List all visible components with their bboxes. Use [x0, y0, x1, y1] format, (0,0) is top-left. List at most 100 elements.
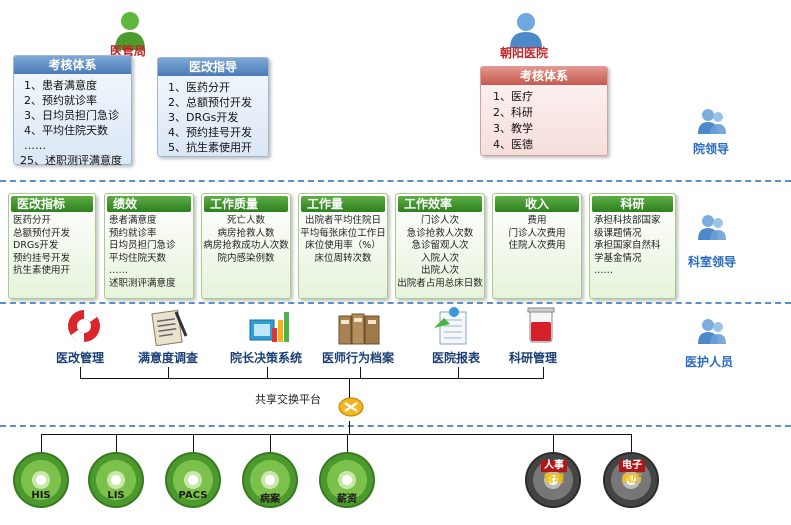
reform-guidance-box-list: 1、医药分开 2、总额预付开发 3、DRGs开发 4、预约挂号开发 5、抗生素使…: [168, 80, 268, 155]
list-item: DRGs开发: [13, 240, 59, 251]
assessment-box-list: 1、患者满意度 2、预约就诊率 3、日均员担门急诊 4、平均住院天数 …… 25…: [20, 78, 131, 168]
dept-box-title: 医改指标: [11, 196, 93, 212]
list-item: 出院者占用总床日数: [397, 277, 483, 289]
connector-line: [458, 367, 459, 378]
connector-line: [116, 434, 117, 452]
connector-line: [267, 367, 268, 378]
lis-label: LIS: [107, 490, 125, 501]
list-item: 4、平均住院天数: [24, 124, 108, 137]
list-item: 急诊留观人次: [411, 240, 469, 251]
bureau-label: 医管局: [110, 44, 147, 58]
list-item: 门诊人次费用: [508, 227, 566, 239]
connector-line: [543, 367, 544, 378]
dept-box-list: 门诊人次 急诊抢救人次数 急诊留观人次 入院人次 出院人次 出院者占用总床日数: [396, 215, 484, 290]
platform-label: 共享交换平台: [255, 393, 321, 406]
hospital-assessment-box: 考核体系 1、医疗 2、科研 3、教学 4、医德: [480, 66, 608, 156]
dept-box-list: 医药分开 总额预付开发 DRGs开发 预约挂号开发 抗生素使用开: [13, 215, 95, 278]
system-hospital-report[interactable]: 医院报表: [432, 351, 481, 365]
connector-line: [41, 434, 42, 452]
connector-line: [360, 367, 361, 378]
lis-disc-icon[interactable]: [88, 452, 144, 508]
list-item: 4、医德: [493, 138, 533, 151]
connector-line: [631, 434, 632, 452]
dept-leader-people-icon: [697, 214, 727, 240]
hr-label-line1: 人事: [541, 460, 567, 472]
list-item: 床位使用率（%）: [305, 240, 381, 251]
list-item: 预约挂号开发: [13, 252, 71, 264]
list-item: 4、预约挂号开发: [168, 126, 252, 139]
list-item: 病房抢救成功人次数: [203, 240, 289, 251]
role-dept-leader-label: 科室领导: [688, 255, 737, 269]
connector-line: [193, 434, 194, 452]
dept-box-title: 绩效: [107, 196, 191, 212]
pacs-disc-icon[interactable]: [165, 452, 221, 508]
list-item: 2、预约就诊率: [24, 94, 97, 107]
connector-line: [80, 367, 81, 378]
divider-line: [0, 302, 791, 304]
dept-box-quality: 工作质量 死亡人数 病房抢救人数 病房抢救成功人次数 院内感染例数: [201, 193, 291, 299]
list-item: ……: [594, 265, 613, 276]
dept-box-list: 承担科技部国家 级课题情况 承担国家自然科 学基金情况 ……: [594, 215, 675, 278]
list-item: 平均住院天数: [109, 252, 167, 264]
salary-disc-icon[interactable]: [319, 452, 375, 508]
list-item: 入院人次: [420, 252, 459, 264]
connector-line: [349, 421, 350, 435]
lifebuoy-icon[interactable]: [66, 308, 102, 344]
decision-system-icon[interactable]: [248, 306, 292, 346]
system-satisfaction-survey[interactable]: 满意度调查: [138, 351, 199, 365]
list-item: 学基金情况: [594, 252, 642, 264]
list-item: 住院人次费用: [508, 240, 566, 251]
list-item: 1、医疗: [493, 90, 533, 103]
archive-boxes-icon[interactable]: [337, 306, 383, 346]
system-research-management[interactable]: 科研管理: [509, 351, 558, 365]
list-item: 死亡人数: [226, 215, 265, 226]
emr-label-line2: 病历: [622, 474, 642, 485]
dept-box-title: 工作质量: [204, 196, 288, 212]
dept-box-title: 工作效率: [398, 196, 482, 212]
reform-guidance-box-title: 医改指导: [158, 58, 268, 76]
connector-line: [349, 378, 350, 398]
list-item: 出院者平均住院日: [304, 215, 381, 226]
list-item: 2、总额预付开发: [168, 96, 252, 109]
assessment-box-title: 考核体系: [14, 56, 131, 74]
his-disc-icon[interactable]: [13, 452, 69, 508]
system-reform-management[interactable]: 医改管理: [56, 351, 105, 365]
list-item: 3、教学: [493, 122, 533, 135]
connector-line: [80, 378, 544, 379]
dept-box-list: 出院者平均住院日 平均每张床位工作日 床位使用率（%） 床位周转次数: [299, 215, 387, 265]
system-physician-archive[interactable]: 医师行为档案: [322, 351, 395, 365]
dept-box-workload: 工作量 出院者平均住院日 平均每张床位工作日 床位使用率（%） 床位周转次数: [298, 193, 388, 299]
list-item: 承担科技部国家: [594, 215, 661, 226]
bureau-person-icon: [112, 10, 148, 50]
list-item: 5、抗生素使用开: [168, 141, 252, 154]
leader-people-icon: [697, 108, 727, 134]
medical-record-disc-icon[interactable]: [242, 452, 298, 508]
list-item: 级课题情况: [594, 227, 642, 239]
dept-box-list: 费用 门诊人次费用 住院人次费用: [493, 215, 581, 253]
list-item: 1、患者满意度: [24, 79, 97, 92]
list-item: 出院人次: [420, 265, 459, 276]
connector-line: [270, 434, 271, 452]
dept-box-title: 科研: [592, 196, 673, 212]
list-item: 2、科研: [493, 106, 533, 119]
survey-clipboard-icon[interactable]: [150, 306, 188, 347]
dept-box-title: 收入: [495, 196, 579, 212]
list-item: 费用: [527, 215, 547, 226]
report-icon[interactable]: [432, 306, 472, 346]
role-staff-label: 医护人员: [685, 355, 734, 369]
list-item: 承担国家自然科: [594, 240, 661, 251]
connector-line: [41, 434, 632, 435]
list-item: ……: [24, 139, 46, 152]
list-item: 1、医药分开: [168, 81, 230, 94]
emr-label-line1: 电子: [619, 460, 645, 472]
list-item: 25、述职测评满意度: [20, 154, 122, 167]
research-beaker-icon[interactable]: [526, 306, 558, 346]
system-president-decision[interactable]: 院长决策系统: [230, 351, 303, 365]
list-item: 患者满意度: [109, 215, 157, 226]
hospital-assessment-box-title: 考核体系: [481, 67, 607, 85]
dept-box-research: 科研 承担科技部国家 级课题情况 承担国家自然科 学基金情况 ……: [589, 193, 676, 299]
assessment-box: 考核体系 1、患者满意度 2、预约就诊率 3、日均员担门急诊 4、平均住院天数 …: [13, 55, 132, 168]
hub-icon[interactable]: [335, 393, 367, 421]
list-item: 病房抢救人数: [217, 227, 275, 239]
hr-label-line2: 管理: [544, 474, 564, 485]
